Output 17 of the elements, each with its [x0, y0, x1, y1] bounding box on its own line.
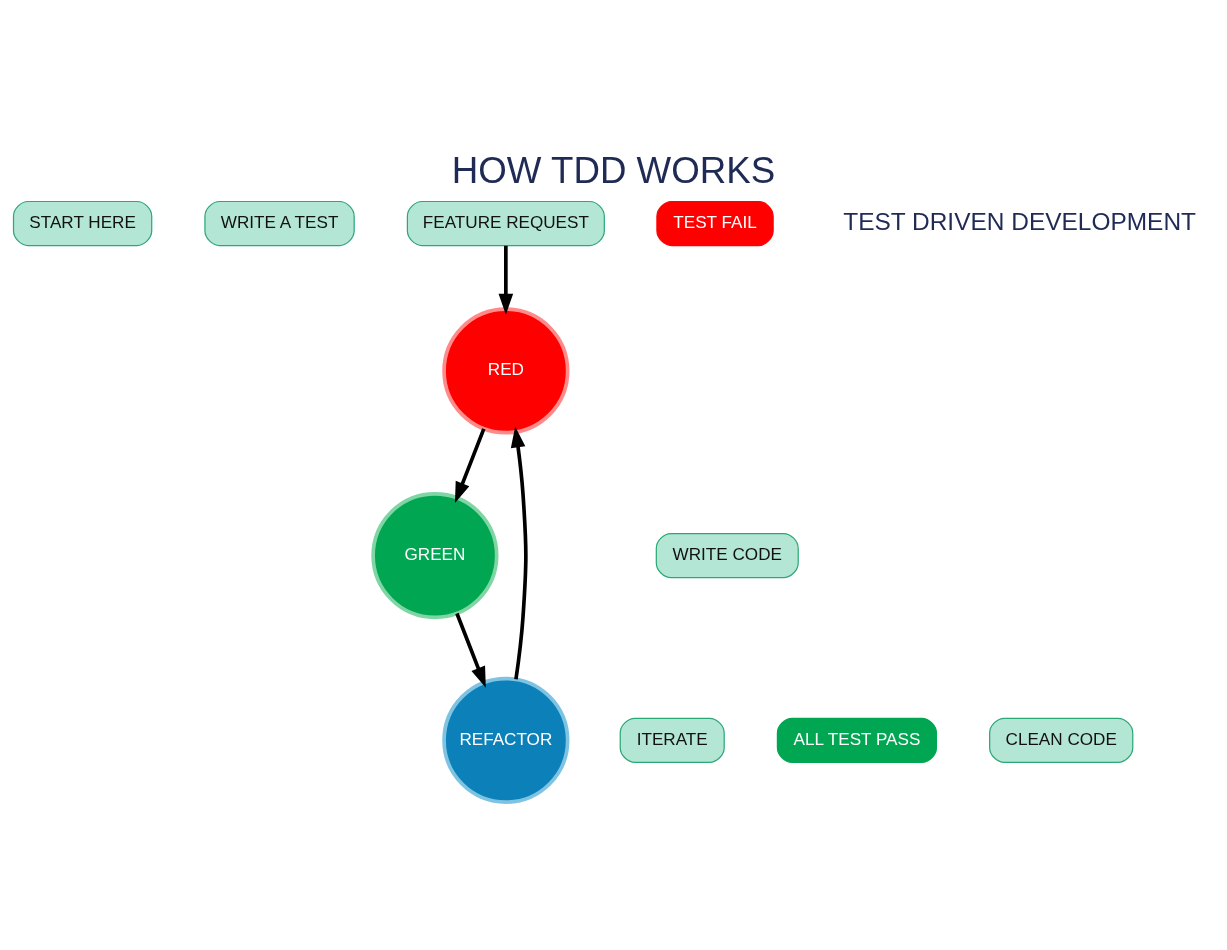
- node-box: FEATURE REQUEST: [406, 200, 605, 246]
- diagram-title: HOW TDD WORKS: [451, 149, 776, 191]
- node-circle: REFACTOR: [442, 676, 570, 804]
- node-box: WRITE A TEST: [204, 200, 355, 246]
- node-box: ALL TEST PASS: [776, 717, 938, 763]
- arrow: [455, 612, 486, 688]
- arrow: [498, 245, 514, 315]
- node-box: START HERE: [12, 200, 153, 246]
- node-circle: RED: [442, 306, 570, 435]
- node-box: TEST FAIL: [656, 200, 774, 246]
- node-box: ITERATE: [619, 717, 725, 763]
- arrow: [454, 427, 486, 503]
- arrow: [510, 426, 528, 679]
- label: TEST DRIVEN DEVELOPMENT: [843, 207, 1197, 235]
- node-circle: GREEN: [371, 491, 499, 619]
- node-box: CLEAN CODE: [989, 717, 1134, 763]
- node-box: WRITE CODE: [655, 532, 799, 578]
